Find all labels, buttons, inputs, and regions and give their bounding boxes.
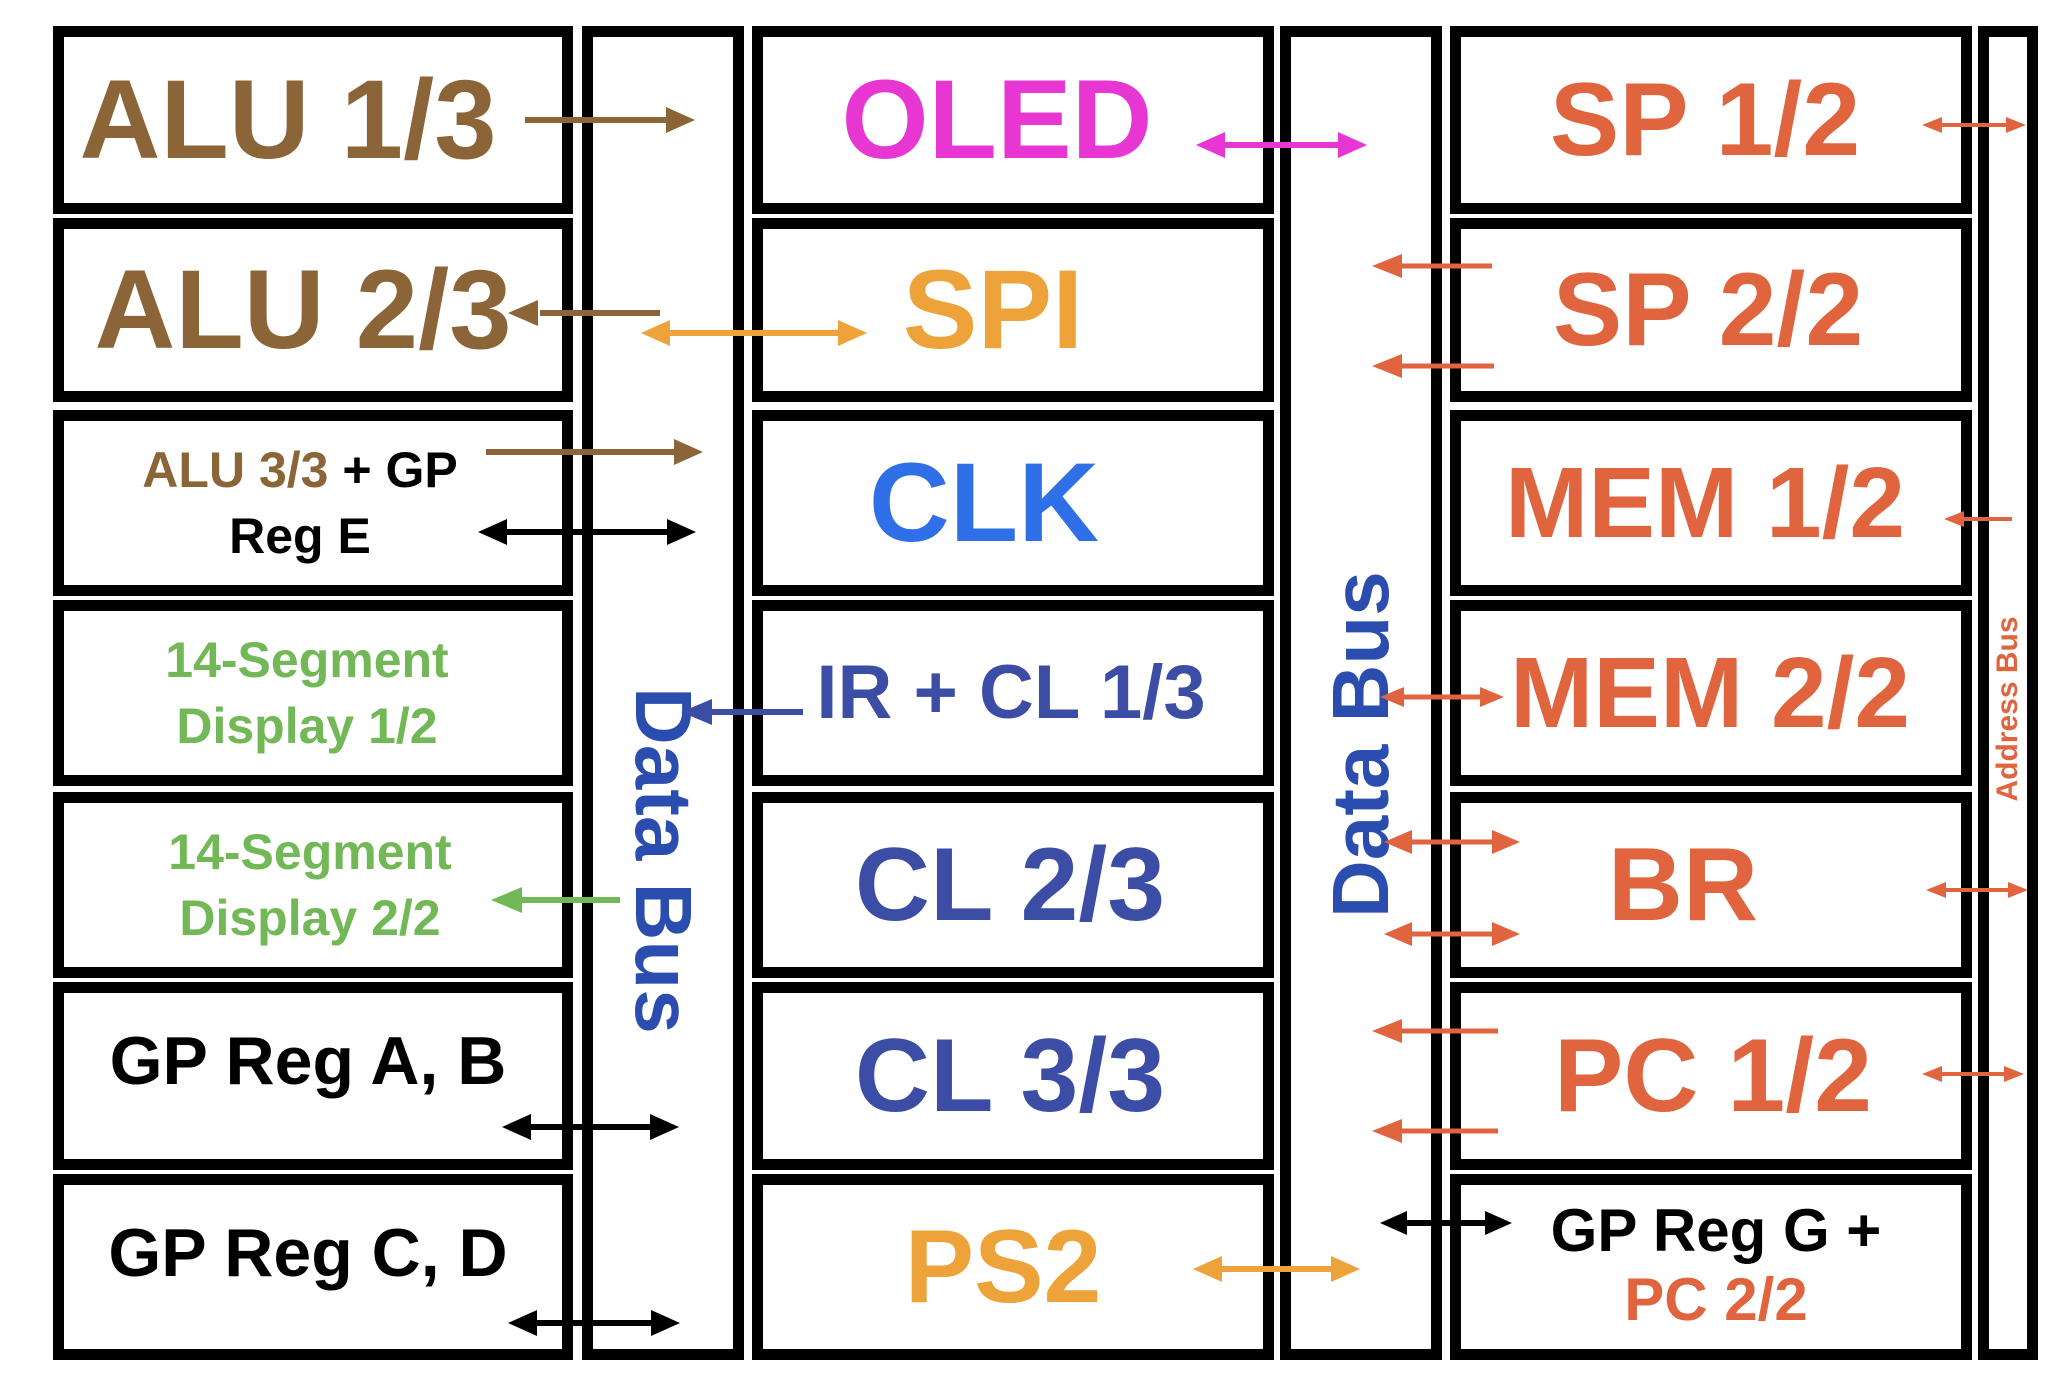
- gp-reg-cd-module: GP Reg C, D: [53, 1174, 573, 1360]
- spi-label: SPI: [902, 247, 1084, 372]
- cl-3-module: CL 3/3: [752, 982, 1274, 1170]
- mem-2-module: MEM 2/2: [1450, 600, 1972, 786]
- segment-display-2-line2: Display 2/2: [179, 890, 441, 946]
- alu-2-module: ALU 2/3: [53, 218, 573, 402]
- sp-2-label: SP 2/2: [1552, 252, 1864, 368]
- clk-label: CLK: [868, 440, 1100, 565]
- cl-3-label: CL 3/3: [854, 1018, 1166, 1134]
- right-data-bus-label: Data Bus: [1316, 571, 1405, 918]
- gp-text: + GP: [328, 442, 458, 498]
- gp-reg-cd-label: GP Reg C, D: [108, 1215, 508, 1291]
- mem-1-module: MEM 1/2: [1450, 410, 1972, 596]
- address-bus-label: Address Bus: [1991, 616, 2024, 802]
- segment-display-1-module: 14-Segment Display 1/2: [53, 600, 573, 786]
- mem-1-label: MEM 1/2: [1504, 447, 1906, 559]
- clk-module: CLK: [752, 410, 1274, 596]
- address-bus: [1978, 26, 2038, 1360]
- sp-1-label: SP 1/2: [1549, 62, 1861, 178]
- mem-2-label: MEM 2/2: [1509, 637, 1911, 749]
- gp-reg-ab-module: GP Reg A, B: [53, 982, 573, 1170]
- sp-1-module: SP 1/2: [1450, 26, 1972, 214]
- segment-display-1-label: 14-Segment Display 1/2: [165, 627, 448, 759]
- pc-1-label: PC 1/2: [1554, 1018, 1872, 1134]
- segment-display-1-line1: 14-Segment: [165, 632, 449, 688]
- alu-1-label: ALU 1/3: [79, 57, 497, 182]
- right-data-bus: [1280, 26, 1442, 1360]
- alu-3-reg-e-module: ALU 3/3 + GP Reg E: [53, 410, 573, 596]
- alu-2-label: ALU 2/3: [94, 247, 512, 372]
- pc-2-text: PC 2/2: [1624, 1266, 1808, 1333]
- oled-module: OLED: [752, 26, 1274, 214]
- segment-display-1-line2: Display 1/2: [176, 698, 438, 754]
- reg-e-text: Reg E: [229, 508, 371, 564]
- segment-display-2-line1: 14-Segment: [168, 824, 452, 880]
- gp-reg-g-pc-2-label: GP Reg G + PC 2/2: [1551, 1196, 1882, 1334]
- ps2-label: PS2: [904, 1209, 1102, 1325]
- cl-2-label: CL 2/3: [854, 827, 1166, 943]
- oled-label: OLED: [841, 57, 1153, 182]
- segment-display-2-module: 14-Segment Display 2/2: [53, 792, 573, 978]
- alu-3-text: ALU 3/3: [142, 442, 329, 498]
- spi-module: SPI: [752, 218, 1274, 402]
- alu-3-reg-e-label: ALU 3/3 + GP Reg E: [142, 437, 457, 569]
- ps2-module: PS2: [752, 1174, 1274, 1360]
- ir-cl-1-label: IR + CL 1/3: [816, 650, 1206, 735]
- cl-2-module: CL 2/3: [752, 792, 1274, 978]
- pc-1-module: PC 1/2: [1450, 982, 1972, 1170]
- gp-reg-g-pc-2-module: GP Reg G + PC 2/2: [1450, 1174, 1972, 1360]
- alu-1-module: ALU 1/3: [53, 26, 573, 214]
- ir-cl-1-module: IR + CL 1/3: [752, 600, 1274, 786]
- br-module: BR: [1450, 792, 1972, 978]
- gp-reg-g-text: GP Reg G +: [1550, 1197, 1882, 1264]
- left-data-bus-label: Data Bus: [619, 687, 708, 1034]
- gp-reg-ab-label: GP Reg A, B: [109, 1023, 507, 1099]
- br-label: BR: [1607, 827, 1759, 943]
- sp-2-module: SP 2/2: [1450, 218, 1972, 402]
- segment-display-2-label: 14-Segment Display 2/2: [168, 819, 451, 951]
